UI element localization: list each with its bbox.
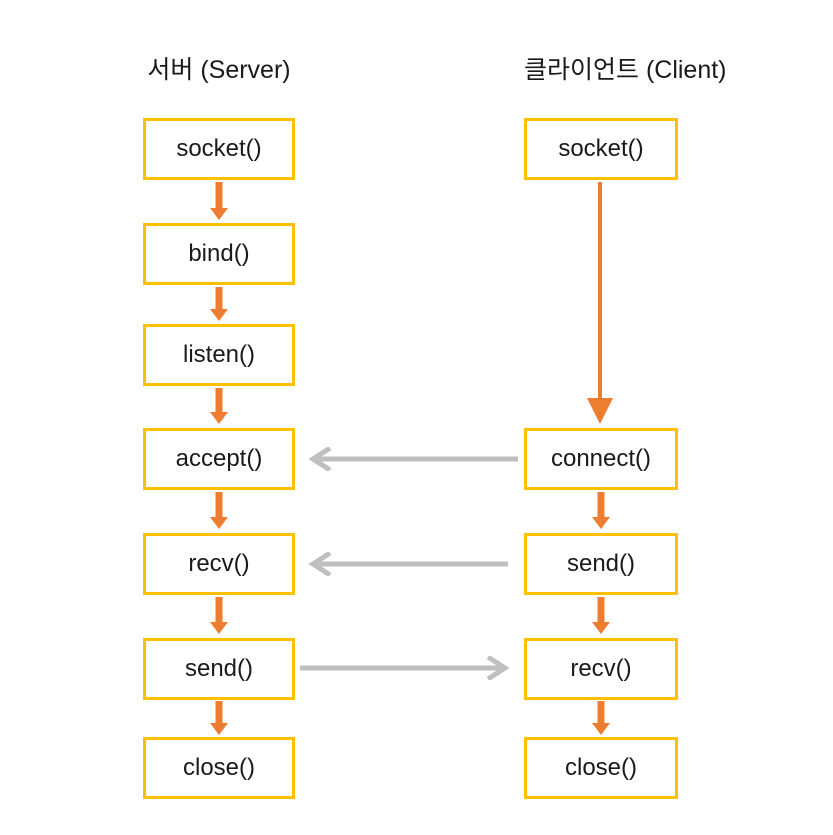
message-arrow-connect-to-accept [300,447,518,471]
message-arrow-client-send-to-server-recv [300,552,518,576]
client-step-connect[interactable]: connect() [524,428,678,490]
client-step-close[interactable]: close() [524,737,678,799]
down-arrow-icon [206,597,232,637]
down-arrow-icon [588,492,614,532]
column-heading-client: 클라이언트 (Client) [524,56,727,84]
message-arrow-server-send-to-client-recv [300,656,518,680]
client-step-recv[interactable]: recv() [524,638,678,700]
server-step-recv[interactable]: recv() [143,533,295,595]
server-step-send[interactable]: send() [143,638,295,700]
down-arrow-icon [588,597,614,637]
down-arrow-icon [206,182,232,222]
down-arrow-icon [206,388,232,428]
down-arrow-icon [588,701,614,741]
down-arrow-icon [206,492,232,532]
column-heading-server: 서버 (Server) [147,56,291,84]
server-step-listen[interactable]: listen() [143,324,295,386]
server-step-close[interactable]: close() [143,737,295,799]
down-arrow-icon [206,287,232,327]
server-step-bind[interactable]: bind() [143,223,295,285]
down-arrow-icon [580,182,620,426]
server-step-accept[interactable]: accept() [143,428,295,490]
server-step-socket[interactable]: socket() [143,118,295,180]
down-arrow-icon [206,701,232,741]
client-step-socket[interactable]: socket() [524,118,678,180]
client-step-send[interactable]: send() [524,533,678,595]
